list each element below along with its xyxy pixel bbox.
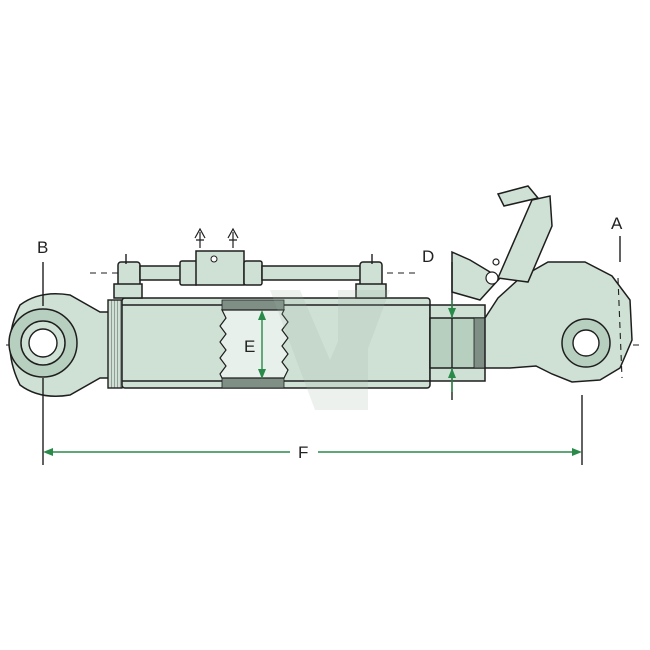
watermark-logo [270, 290, 390, 410]
dimension-e [258, 310, 266, 379]
label-b: B [37, 238, 48, 257]
flow-arrow-icon [194, 227, 239, 248]
label-a: A [611, 214, 623, 233]
dimension-d [448, 300, 456, 392]
knurled-collar [107, 299, 123, 389]
label-d: D [422, 247, 434, 266]
label-f: F [298, 443, 308, 462]
hydraulic-fittings [113, 250, 387, 299]
piston-rod [429, 304, 487, 382]
cutaway-section [219, 299, 289, 389]
label-e: E [244, 337, 255, 356]
dimension-f [43, 448, 582, 456]
left-ball-joint [8, 293, 113, 397]
quick-hook [451, 185, 633, 383]
